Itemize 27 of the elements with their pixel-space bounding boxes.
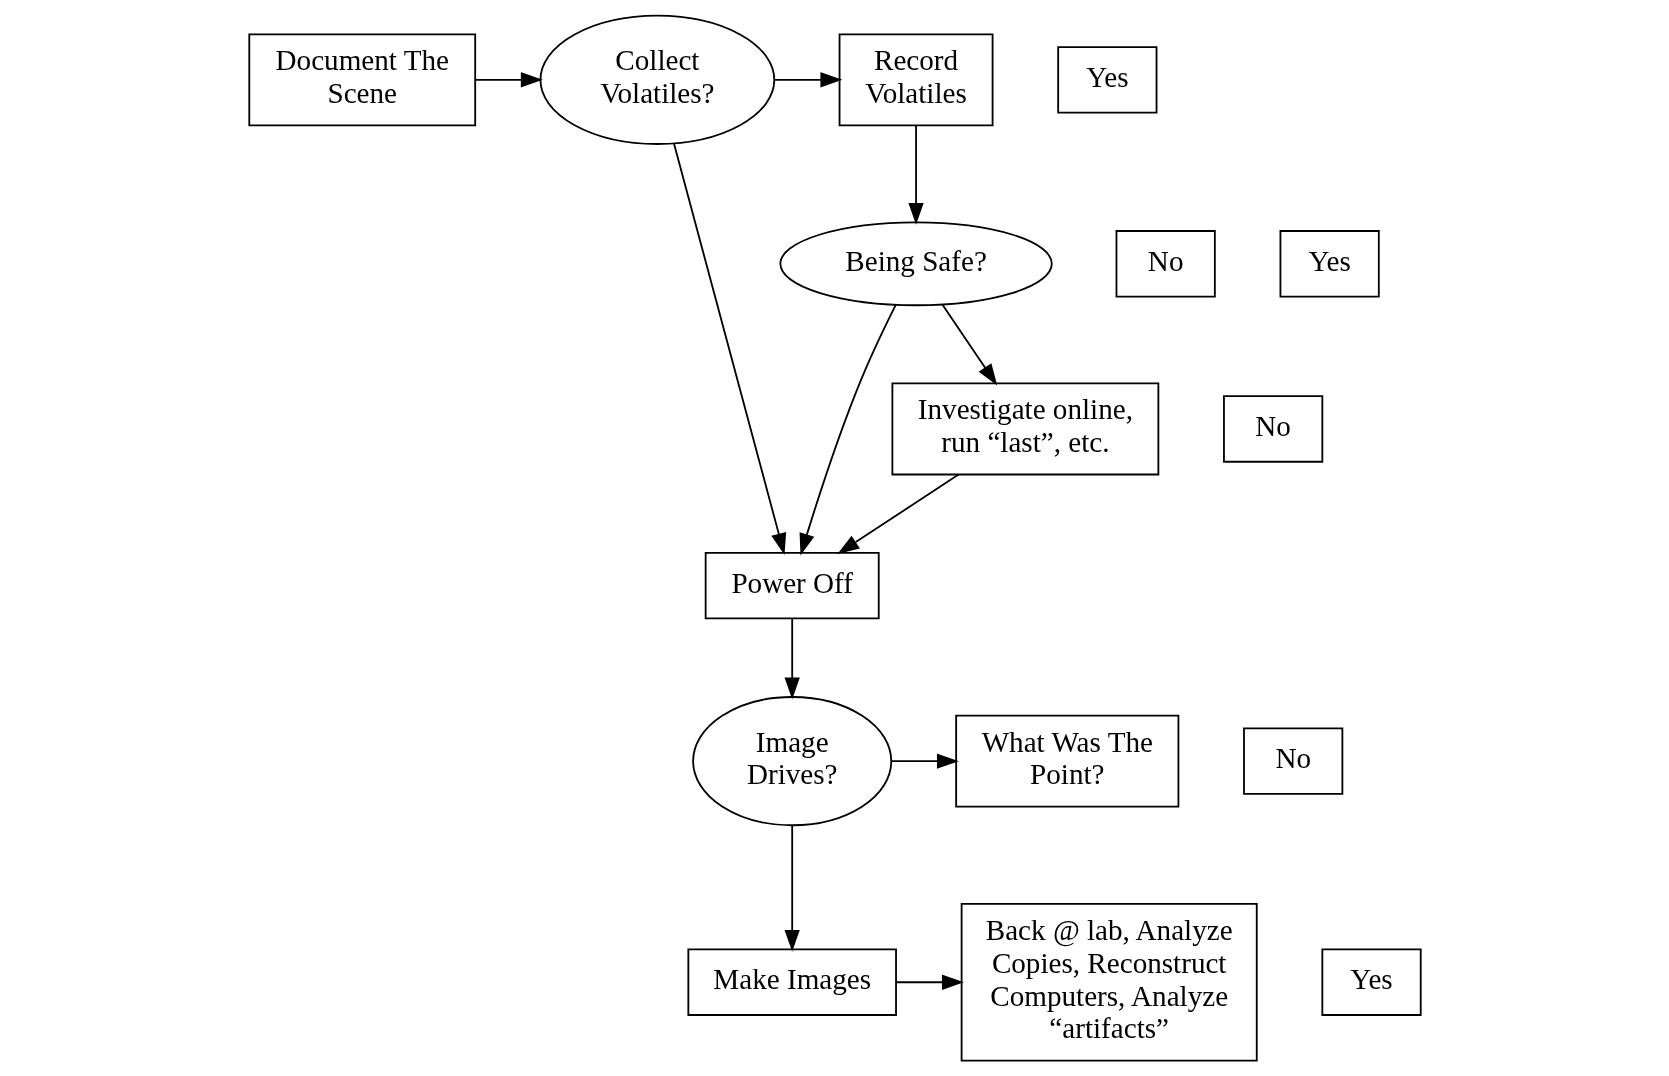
node-ellipse: Being Safe? [778, 221, 1053, 307]
node-box: Investigate online, run “last”, etc. [891, 382, 1159, 476]
arrow [941, 303, 997, 386]
node-ellipse: Collect Volatiles? [539, 14, 775, 145]
arrow [784, 824, 800, 952]
arrow [672, 142, 786, 555]
arrow [773, 72, 842, 88]
arrow [890, 753, 959, 769]
node-box: Make Images [686, 948, 897, 1016]
node-box: Record Volatiles [838, 33, 993, 127]
node-box: What Was The Point? [954, 714, 1179, 808]
node-box: Yes [1279, 230, 1380, 298]
arrow [894, 974, 964, 990]
node-box: Power Off [704, 551, 880, 620]
node-box: Document The Scene [247, 33, 476, 127]
arrow [907, 124, 924, 225]
arrow [784, 618, 800, 700]
node-ellipse: Image Drives? [691, 696, 892, 827]
node-box: No [1242, 727, 1343, 795]
node-box: Yes [1056, 46, 1157, 114]
node-box: No [1115, 230, 1216, 298]
arrow [473, 72, 543, 88]
node-box: Yes [1320, 948, 1422, 1016]
arrow [836, 473, 959, 555]
arrow [799, 303, 897, 556]
node-box: No [1222, 395, 1323, 463]
node-box: Back @ lab, Analyze Copies, Reconstruct Computers, Analyze “artifacts” [960, 903, 1258, 1062]
